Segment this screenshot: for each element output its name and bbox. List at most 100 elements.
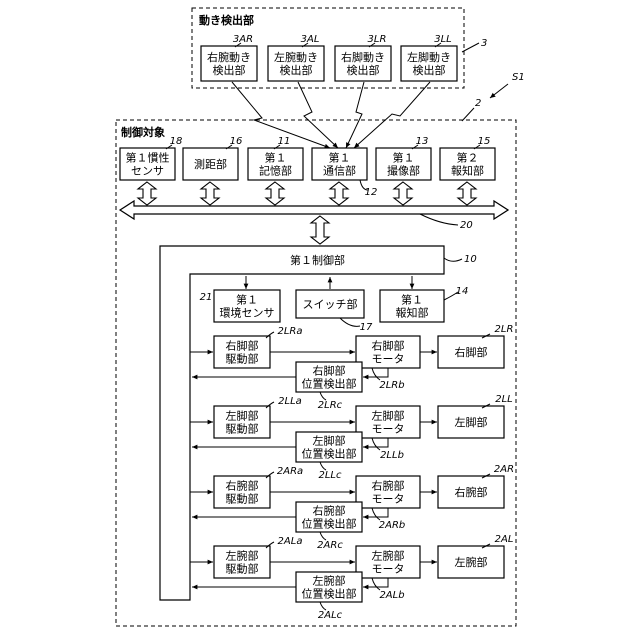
controlled-object-title: 制御対象 bbox=[121, 125, 165, 139]
motion-unit-3lr-label: 右脚動き bbox=[341, 50, 385, 64]
top-unit-18-label: センサ bbox=[131, 165, 164, 178]
limb-rows: 右脚部駆動部右脚部モータ右脚部右脚部位置検出部2LR2LRa2LRb2LRc左脚… bbox=[190, 324, 514, 621]
inner-unit-21-label: 環境センサ bbox=[220, 306, 275, 320]
part-2ll-label: 左脚部 bbox=[455, 415, 488, 429]
limb-row-2ar: 右腕部駆動部右腕部モータ右腕部右腕部位置検出部2AR2ARa2ARb2ARc bbox=[190, 464, 514, 551]
driver-2ll-label: 左脚部 bbox=[226, 409, 259, 423]
ref-leader bbox=[320, 462, 326, 470]
ref-leader bbox=[320, 392, 326, 400]
inner-units: 第１環境センサ21スイッチ部17第１報知部14 bbox=[200, 276, 469, 333]
part-2ar-label: 右腕部 bbox=[455, 485, 488, 499]
top-unit-12-label: 第１ bbox=[329, 151, 351, 165]
bus-arrow bbox=[120, 201, 508, 219]
top-unit-16-label: 測距部 bbox=[194, 157, 227, 171]
limb-ref: 2AR bbox=[494, 464, 514, 475]
limb-row-2ll: 左脚部駆動部左脚部モータ左脚部左脚部位置検出部2LL2LLa2LLb2LLc bbox=[190, 394, 513, 481]
part-2al-label: 左腕部 bbox=[455, 555, 488, 569]
bus-ref: 20 bbox=[460, 220, 473, 231]
sensor-ref: 2ARc bbox=[317, 540, 343, 551]
bus-connector bbox=[201, 182, 219, 205]
motor-2ll-label: 左脚部 bbox=[372, 409, 405, 423]
motor-ref: 2LLb bbox=[380, 450, 404, 461]
sensor-2ll-label: 左脚部 bbox=[313, 434, 346, 448]
inner-unit-21-label: 第１ bbox=[236, 293, 258, 307]
sensor-2lr-label: 右脚部 bbox=[313, 364, 346, 378]
sensor-2lr-label: 位置検出部 bbox=[302, 377, 357, 391]
top-unit-ref: 12 bbox=[365, 187, 378, 198]
inner-unit-14-label: 報知部 bbox=[396, 306, 429, 320]
motion-detection-title: 動き検出部 bbox=[199, 13, 254, 27]
top-unit-13-label: 撮像部 bbox=[387, 164, 420, 178]
motor-2lr-label: モータ bbox=[372, 353, 405, 366]
motion-unit-3al-label: 検出部 bbox=[280, 63, 313, 77]
ref-leader bbox=[340, 318, 360, 326]
driver-2ar-label: 右腕部 bbox=[226, 479, 259, 493]
bus-controller-connector bbox=[311, 216, 329, 244]
top-unit-11-label: 第１ bbox=[265, 151, 287, 165]
ref-leader bbox=[372, 438, 380, 450]
sensor-2ar-label: 右腕部 bbox=[313, 504, 346, 518]
driver-ref: 2LRa bbox=[277, 326, 302, 337]
motor-2ll-label: モータ bbox=[372, 423, 405, 436]
motor-2al-label: 左腕部 bbox=[372, 549, 405, 563]
motion-unit-3ar-label: 右腕動き bbox=[207, 50, 251, 64]
motor-2ar-label: モータ bbox=[372, 493, 405, 506]
inner-unit-ref: 17 bbox=[360, 322, 373, 333]
motor-2lr-label: 右脚部 bbox=[372, 339, 405, 353]
controller-ref: 10 bbox=[464, 254, 477, 265]
sensor-2al-label: 左腕部 bbox=[313, 574, 346, 588]
motor-2ar-label: 右腕部 bbox=[372, 479, 405, 493]
ref-leader bbox=[320, 602, 326, 610]
top-unit-11-label: 記憶部 bbox=[259, 164, 292, 178]
bus-connector bbox=[138, 182, 156, 205]
ref-leader bbox=[372, 508, 380, 520]
driver-2al-label: 左腕部 bbox=[226, 549, 259, 563]
sensor-ref: 2LLc bbox=[318, 470, 342, 481]
inner-unit-ref: 21 bbox=[200, 292, 213, 303]
driver-ref: 2LLa bbox=[278, 396, 302, 407]
motion-unit-3ll-label: 左脚動き bbox=[407, 50, 451, 64]
driver-ref: 2ALa bbox=[278, 536, 303, 547]
motion-unit-3ar-label: 検出部 bbox=[213, 63, 246, 77]
bus-connector bbox=[266, 182, 284, 205]
driver-2lr-label: 駆動部 bbox=[226, 352, 259, 366]
bus-connector bbox=[458, 182, 476, 205]
sensor-ref: 2LRc bbox=[318, 400, 343, 411]
limb-row-2lr: 右脚部駆動部右脚部モータ右脚部右脚部位置検出部2LR2LRa2LRb2LRc bbox=[190, 324, 513, 411]
motion-unit-ref: 3AR bbox=[233, 34, 253, 45]
bus-connector bbox=[394, 182, 412, 205]
motion-detection-units: 右腕動き検出部3AR左腕動き検出部3AL右脚動き検出部3LR左脚動き検出部3LL bbox=[201, 34, 457, 148]
motion-unit-ref: 3AL bbox=[301, 34, 320, 45]
motion-unit-3lr-label: 検出部 bbox=[347, 63, 380, 77]
inner-unit-ref: 14 bbox=[456, 286, 469, 297]
ref-leader bbox=[372, 368, 380, 380]
top-unit-15-label: 第２ bbox=[457, 151, 479, 165]
motor-2al-label: モータ bbox=[372, 563, 405, 576]
motion-unit-3ll-label: 検出部 bbox=[413, 63, 446, 77]
motion-unit-ref: 3LL bbox=[434, 34, 452, 45]
limb-row-2al: 左腕部駆動部左腕部モータ左腕部左腕部位置検出部2AL2ALa2ALb2ALc bbox=[190, 534, 513, 621]
sensor-2ll-label: 位置検出部 bbox=[302, 447, 357, 461]
driver-2al-label: 駆動部 bbox=[226, 562, 259, 576]
driver-2lr-label: 右脚部 bbox=[226, 339, 259, 353]
motor-ref: 2LRb bbox=[379, 380, 404, 391]
inner-unit-17-label: スイッチ部 bbox=[303, 297, 358, 311]
bus-connector bbox=[330, 182, 348, 205]
motion-unit-3al-label: 左腕動き bbox=[274, 50, 318, 64]
driver-ref: 2ARa bbox=[277, 466, 303, 477]
motor-ref: 2ARb bbox=[379, 520, 406, 531]
top-units: 第１慣性センサ18測距部16第１記憶部11第１通信部12第１撮像部13第２報知部… bbox=[120, 136, 495, 198]
system-ref: S1 bbox=[512, 72, 525, 83]
top-unit-15-label: 報知部 bbox=[451, 164, 484, 178]
ref-leader bbox=[320, 532, 326, 540]
motor-ref: 2ALb bbox=[379, 590, 404, 601]
top-unit-12-label: 通信部 bbox=[323, 164, 356, 178]
sensor-2ar-label: 位置検出部 bbox=[302, 517, 357, 531]
limb-ref: 2LR bbox=[495, 324, 514, 335]
ref-leader bbox=[372, 578, 380, 590]
inner-unit-14-label: 第１ bbox=[401, 293, 423, 307]
sensor-ref: 2ALc bbox=[318, 610, 343, 621]
part-2lr-label: 右脚部 bbox=[455, 345, 488, 359]
top-unit-13-label: 第１ bbox=[393, 151, 415, 165]
